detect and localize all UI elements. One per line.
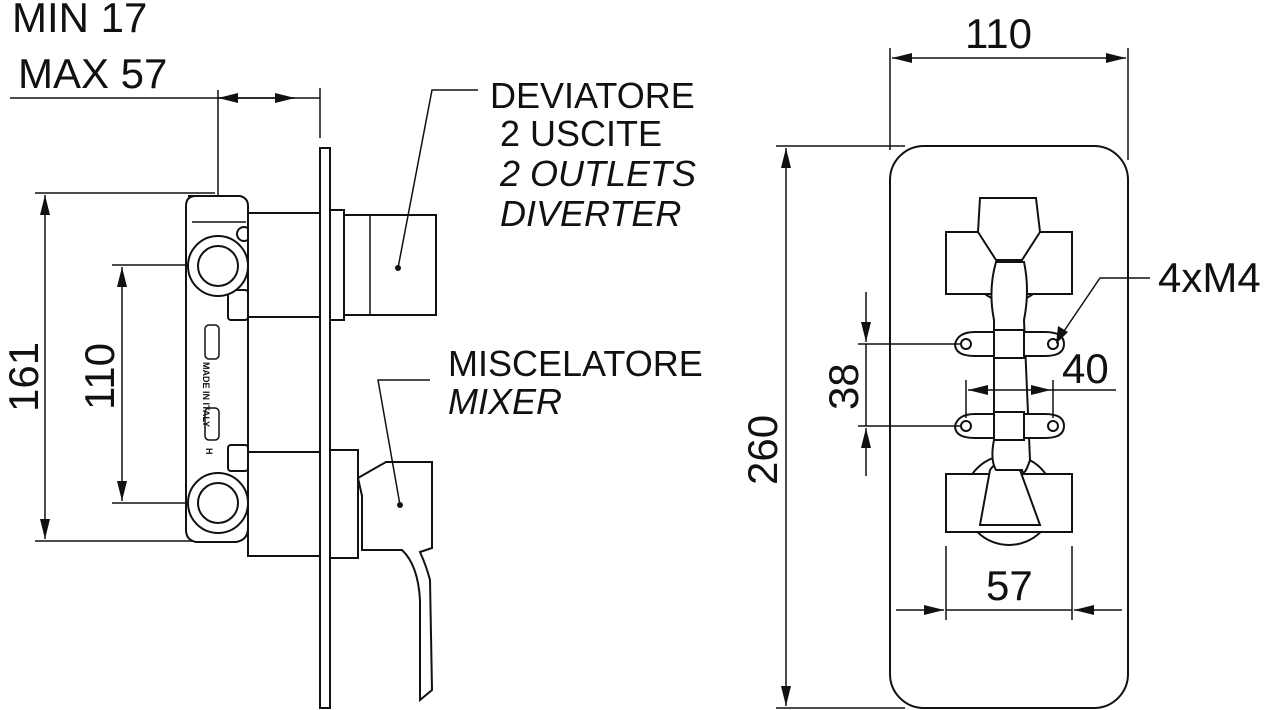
diverter-knob — [343, 214, 437, 316]
valve-width-label: 57 — [986, 562, 1033, 609]
body-marking-slot-2 — [204, 407, 220, 441]
lower-port-inner — [197, 482, 239, 524]
diverter-outlets-it: 2 USCITE — [500, 113, 662, 154]
screw-hole-bottom-right — [1047, 420, 1059, 432]
screws-leader-arrow — [1056, 326, 1068, 344]
diverter-label-en: DIVERTER — [500, 193, 681, 234]
height-dimension: 161 — [0, 192, 215, 542]
depth-dimension: MIN 17 MAX 57 — [10, 0, 321, 260]
valve-body: MADE IN ITALY H — [185, 195, 252, 543]
diverter-sleeve — [247, 212, 321, 318]
front-view: 110 260 — [739, 10, 1261, 709]
diverter-leader — [397, 89, 478, 269]
valve-width-dimension: 57 — [896, 546, 1122, 620]
made-in-italy-mark: MADE IN ITALY — [201, 362, 211, 427]
plate-height-label: 260 — [739, 415, 786, 485]
diverter-outlets-en: 2 OUTLETS — [499, 153, 696, 194]
labels: DEVIATORE 2 USCITE 2 OUTLETS DIVERTER MI… — [448, 75, 703, 422]
cover-plate-side — [319, 147, 331, 709]
screws-callout: 4xM4 — [1056, 254, 1261, 344]
screws-label: 4xM4 — [1158, 254, 1261, 301]
mixer-label-en: MIXER — [448, 381, 562, 422]
plate-height-dimension: 260 — [739, 145, 905, 709]
diverter-label-it: DEVIATORE — [490, 75, 695, 116]
depth-min-label: MIN 17 — [12, 0, 147, 41]
side-view: MIN 17 MAX 57 161 110 — [0, 0, 703, 709]
plate-width-label: 110 — [965, 10, 1032, 57]
upper-port-inner — [197, 245, 239, 287]
body-marking-slot-1 — [204, 324, 220, 360]
mixer-ring — [329, 449, 359, 559]
mixer-lever — [356, 461, 434, 703]
height-total-label: 161 — [0, 342, 47, 412]
diverter-ring — [329, 209, 345, 321]
screws-leader — [1059, 277, 1150, 338]
body-lug-lower — [227, 444, 249, 472]
mixer-assembly — [247, 449, 434, 703]
port-spacing-dimension: 110 — [76, 264, 215, 504]
mixer-leader-dot — [397, 502, 403, 508]
diverter-leader-dot — [395, 265, 401, 271]
pipe-over-upper-bracket — [993, 329, 1025, 359]
screw-hole-top-right — [1047, 338, 1059, 350]
upper-cartridge-head — [976, 197, 1042, 261]
mounting-brackets — [953, 329, 1066, 441]
lower-cartridge — [945, 454, 1073, 546]
pipe-over-lower-bracket — [993, 411, 1025, 441]
screw-horizontal-dimension: 40 — [965, 345, 1116, 418]
body-lug-upper — [227, 289, 249, 321]
screw-hole-top-left — [960, 338, 972, 350]
body-letter-h: H — [204, 448, 214, 455]
mixer-leader — [377, 379, 430, 506]
diverter-assembly — [247, 147, 437, 709]
mixer-label-it: MISCELATORE — [448, 343, 703, 384]
mixer-sleeve — [247, 451, 321, 557]
screw-horizontal-label: 40 — [1062, 345, 1109, 392]
port-spacing-label: 110 — [76, 343, 123, 410]
screw-hole-bottom-left — [960, 420, 972, 432]
depth-max-label: MAX 57 — [18, 50, 167, 97]
screw-vertical-label: 38 — [820, 363, 867, 410]
leaders — [377, 89, 478, 508]
screw-vertical-dimension: 38 — [820, 292, 960, 476]
plate-width-dimension: 110 — [889, 10, 1129, 160]
